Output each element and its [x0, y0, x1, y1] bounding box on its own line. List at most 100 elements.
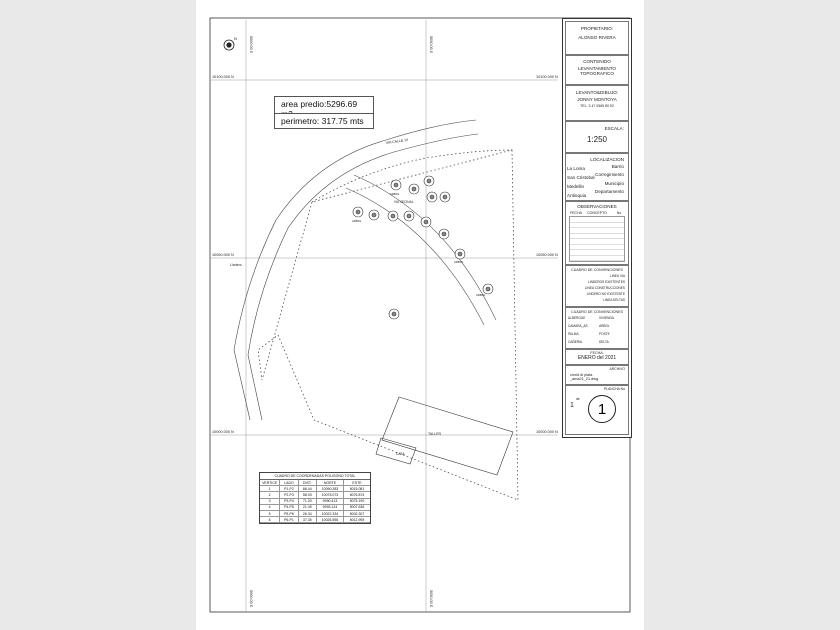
conv-item-0: LINEA VIA	[609, 274, 625, 278]
loc-munic-value: Medellin	[567, 184, 585, 189]
location-cell: LOCALIZACION Barrio La Loma Corregimient…	[565, 153, 629, 201]
coord-cell: 26.34	[299, 510, 317, 517]
coord-cell: 21.49	[299, 504, 317, 510]
observations-lines	[569, 216, 625, 262]
title-block: PROPIETARIO: ALONSO RIVERA CONTENIDO LEV…	[562, 18, 632, 438]
coord-cell: 10022.334	[317, 510, 344, 517]
plancha-cell: PLANCHA No 1 de 1	[565, 385, 629, 435]
coord-cell: 9990.413	[317, 498, 344, 504]
trees	[352, 175, 494, 320]
coord-header-cell: NORTE	[317, 480, 344, 486]
plancha-of: 1	[570, 402, 574, 409]
tree-label: ARBOL	[390, 192, 400, 196]
content-cell: CONTENIDO LEVANTAMIENTO TOPOGRAFICO	[565, 55, 629, 85]
coord-cell: 5075.190	[349, 499, 365, 504]
conv2-item-3: ARBOL	[599, 324, 610, 328]
tree-label-2: ARBOL	[352, 219, 362, 223]
coord-cell: 71.20	[299, 498, 317, 504]
grid-label-y-bottom-right: 10000.000 N	[536, 430, 558, 434]
conv2-item-0: ALBERGUE	[568, 316, 586, 320]
coord-cell: P1-P2	[280, 486, 299, 492]
conv-item-2: LINEA CONSTRUCCIONES	[584, 286, 625, 290]
coord-cell: 10090.283	[317, 486, 344, 492]
grid-label-y-top-right: 10100.000 N	[536, 75, 558, 79]
file-label: ARCHIVO	[609, 367, 625, 371]
surveyor-tel: TEL. 3 47 0565 80 92	[580, 104, 614, 108]
date-value: ENERO del 2021	[577, 355, 617, 361]
plan-sheet: 10100.000 N 10100.000 N 10050.000 N 1005…	[196, 0, 644, 630]
plancha-de: de	[576, 397, 580, 401]
svg-text:N: N	[234, 36, 237, 41]
coord-cell: 5	[260, 510, 281, 517]
scale-cell: ESCALA: 1:250	[565, 121, 629, 153]
coord-cell: 1	[260, 486, 281, 492]
conv2-item-4: PALMA	[568, 332, 579, 336]
grid-label-y-bottom: 10000.000 N	[212, 430, 234, 434]
inner-path-inner	[345, 187, 485, 326]
scale-label: ESCALA:	[604, 126, 624, 131]
conventions2-label: CUADRO DE CONVENCIONES	[571, 310, 623, 314]
loc-correg-label: Corregimiento	[595, 172, 624, 177]
survey-plan: 10100.000 N 10100.000 N 10050.000 N 1005…	[209, 17, 631, 613]
conv2-item-6: CAÑERIA	[568, 340, 583, 344]
lindero-label: Lindero	[230, 263, 242, 267]
scale-value: 1:250	[586, 135, 608, 144]
observations-cell: OBSERVACIONES FECHA CONCEPTO No	[565, 201, 629, 265]
observations-label: OBSERVACIONES	[577, 204, 617, 209]
coord-cell: 3	[260, 498, 281, 504]
coord-cell: 6	[260, 517, 281, 523]
location-label: LOCALIZACION	[590, 157, 624, 162]
coord-header-cell: ESTE	[352, 480, 362, 485]
grid-label-x-right-bottom: 5050.00 E	[429, 590, 433, 608]
grid-label-y-mid-right: 10050.000 N	[536, 253, 558, 257]
perimeter-box: perimetro: 317.75 mts	[274, 113, 374, 129]
grid-label-x-left: 5000.00 E	[249, 36, 253, 54]
building-taller	[381, 396, 514, 476]
plancha-number: 1	[588, 395, 616, 423]
conv-item-3: LINDERO NO EXISTENTE	[586, 292, 625, 296]
content-value: LEVANTAMIENTO TOPOGRAFICO	[577, 66, 617, 77]
file-value: clorid di plata _ama21_21.dwg	[570, 373, 599, 382]
loc-barrio-value: La Loma	[567, 166, 585, 171]
road-edge-inner	[247, 133, 479, 421]
conv2-item-1: VIVIENDA	[599, 316, 614, 320]
coordinates-table: CUADRO DE COORDENADAS POLIGONO TOTAL VER…	[259, 472, 371, 525]
coord-cell: P3-P4	[280, 498, 299, 504]
content-label: CONTENIDO	[583, 59, 611, 64]
building-casa	[375, 437, 417, 465]
coord-cell: P2-P3	[280, 492, 299, 498]
loc-munic-label: Municipio	[604, 181, 624, 186]
coord-cell: P4-P5	[280, 504, 299, 510]
loc-barrio-label: Barrio	[611, 164, 624, 169]
owner-label: PROPIETARIO:	[580, 26, 614, 31]
coord-cell: 5012.995	[349, 517, 365, 522]
road-label: VIA CALLE 10	[386, 138, 409, 145]
conv-item-4: LINEA DELTAS	[603, 298, 625, 302]
building-taller-label: TALLER	[428, 432, 441, 436]
conventions-cell: CUADRO DE CONVENCIONES LINEA VIA LINDERO…	[565, 265, 629, 307]
tree-label-4: ARBOL	[476, 293, 486, 297]
conv2-item-2: CAMARA_AS	[568, 324, 588, 328]
coord-cell: P6-P1	[280, 517, 299, 523]
obs-col-1: CONCEPTO	[587, 211, 607, 215]
owner-name: ALONSO RIVERA	[578, 35, 616, 40]
loc-depto-label: Departamento	[594, 189, 624, 194]
coord-cell: 58.93	[299, 492, 317, 498]
conv2-item-7: DELTA	[599, 340, 609, 344]
conventions-label: CUADRO DE CONVENCIONES	[571, 268, 623, 272]
grid-label-y-top: 10100.000 N	[212, 75, 234, 79]
coord-cell: 2	[260, 492, 281, 498]
plancha-label: PLANCHA No	[603, 387, 625, 391]
coord-cell: 5007.636	[349, 505, 365, 510]
coord-header-cell: VERTICE	[260, 480, 281, 486]
north-arrow-icon: N	[223, 36, 237, 51]
surveyor-cell: LEVANTO&DIBUJO: JONNY MONTOYA TEL. 3 47 …	[565, 85, 629, 121]
coord-cell: 5015.081	[349, 486, 365, 491]
date-cell: FECHA: ENERO del 2021	[565, 349, 629, 365]
conv-item-1: LINDEROS EXISTENTES	[587, 280, 625, 284]
